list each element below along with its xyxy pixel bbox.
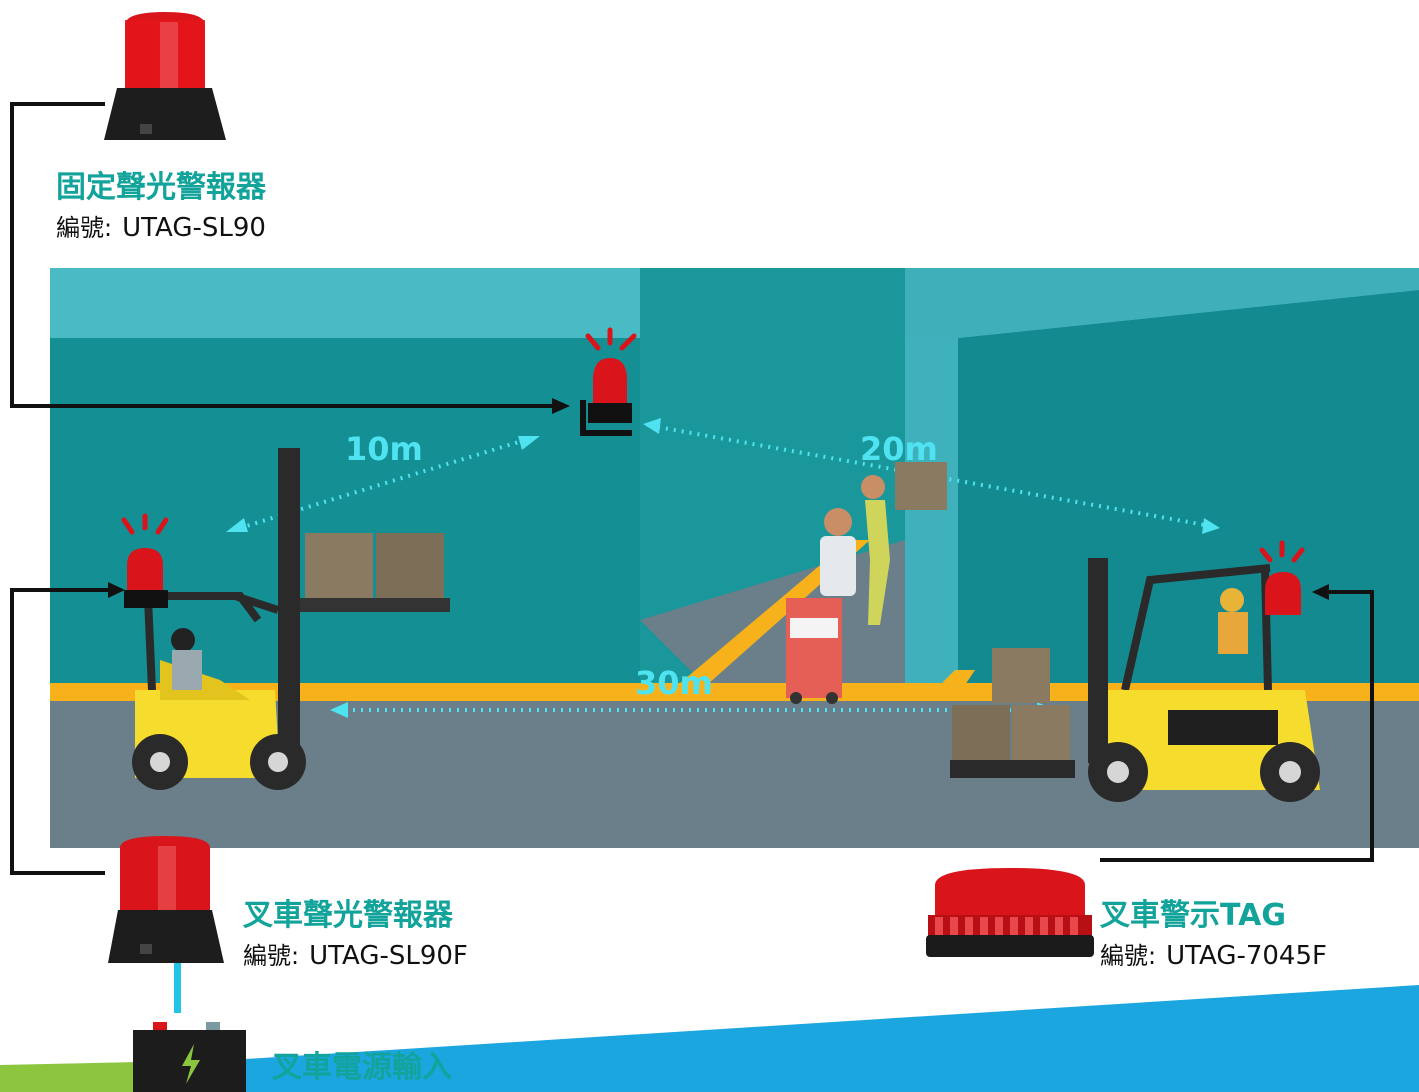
power-input-title: 叉車電源輸入 xyxy=(272,1050,452,1085)
box-icon xyxy=(376,533,444,598)
forklift-tag-title: 叉車警示TAG xyxy=(1100,898,1286,933)
arrowhead-20m-right xyxy=(1202,518,1220,534)
right-forklift-icon xyxy=(950,540,1320,802)
power-cable xyxy=(174,963,181,1013)
forklift-tag-code-line: 編號: UTAG-7045F xyxy=(1100,936,1327,971)
connector-lines xyxy=(10,102,1374,875)
distance-label-10m: 10m xyxy=(345,430,423,468)
arrowhead-forklift-alarm xyxy=(108,582,125,598)
battery-icon xyxy=(133,1022,246,1092)
forklift-tag-code: UTAG-7045F xyxy=(1166,941,1327,971)
fixed-alarm-code-prefix: 編號: xyxy=(56,214,113,242)
arrowhead-forklift-tag xyxy=(1312,584,1329,600)
arrowhead-10m-right xyxy=(518,436,540,450)
arrowhead-30m-left xyxy=(330,702,348,718)
forklift-alarm-code-prefix: 編號: xyxy=(243,942,300,970)
forklift-alarm-title: 叉車聲光警報器 xyxy=(243,898,453,933)
fixed-alarm-device-icon xyxy=(104,12,226,140)
left-forklift-icon xyxy=(121,448,450,790)
forklift-alarm-device-icon xyxy=(108,836,224,963)
forklift-alarm-code: UTAG-SL90F xyxy=(309,941,468,971)
worker-icon xyxy=(786,508,856,704)
box-icon xyxy=(305,533,373,598)
forklift-alarm-code-line: 編號: UTAG-SL90F xyxy=(243,936,468,971)
arrowhead-10m-left xyxy=(226,518,248,532)
fixed-alarm-code: UTAG-SL90 xyxy=(122,213,266,243)
worker-icon xyxy=(861,462,947,625)
arrowhead-fixed-alarm xyxy=(552,398,570,414)
arrowhead-20m-left xyxy=(643,418,661,434)
fixed-alarm-title: 固定聲光警報器 xyxy=(56,170,266,205)
forklift-tag-device-icon xyxy=(926,868,1094,957)
forklift-tag-code-prefix: 編號: xyxy=(1100,942,1157,970)
distance-label-30m: 30m xyxy=(635,664,713,702)
wall-siren-icon xyxy=(580,327,637,436)
box-icon xyxy=(952,705,1010,760)
lightning-icon xyxy=(182,1044,200,1084)
box-icon xyxy=(1012,705,1070,760)
fixed-alarm-code-line: 編號: UTAG-SL90 xyxy=(56,208,266,243)
box-icon xyxy=(992,648,1050,703)
box-icon xyxy=(895,462,947,510)
distance-label-20m: 20m xyxy=(860,430,938,468)
